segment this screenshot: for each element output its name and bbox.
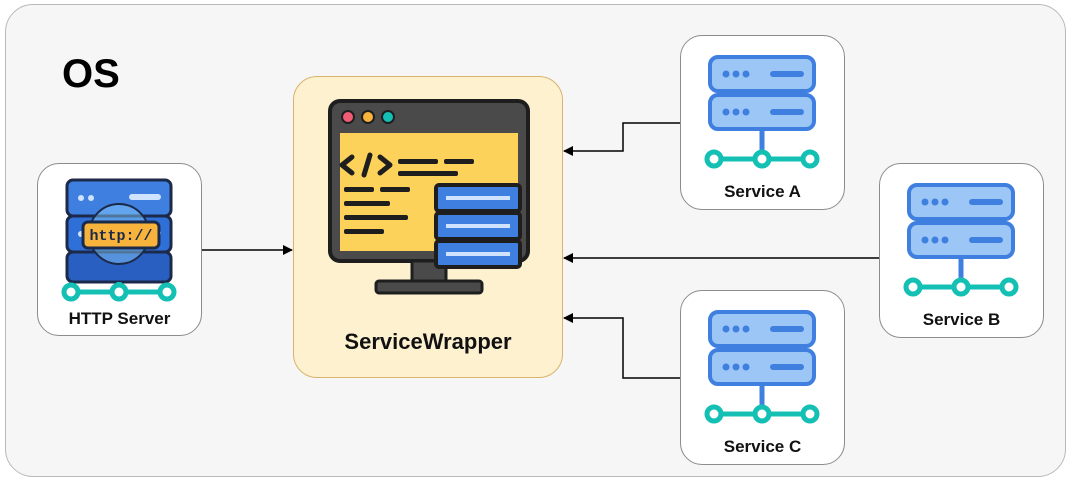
service-c-label: Service C	[723, 437, 802, 456]
http-server-label: HTTP Server	[68, 309, 171, 328]
http-server-icon: http://	[61, 178, 177, 302]
service-wrapper-label: ServiceWrapper	[344, 329, 512, 354]
service-b-node[interactable]: Service B	[879, 163, 1044, 338]
server-icon	[903, 183, 1019, 297]
monitor-code-icon	[328, 99, 530, 295]
service-c-node[interactable]: Service C	[680, 290, 845, 465]
service-wrapper-node[interactable]: ServiceWrapper	[293, 76, 563, 378]
http-server-node[interactable]: http:// HTTP Server	[37, 163, 202, 336]
os-label: OS	[62, 52, 120, 96]
service-b-label: Service B	[922, 310, 1001, 329]
http-badge-text: http://	[89, 228, 152, 245]
server-icon	[704, 310, 820, 424]
server-icon	[704, 55, 820, 169]
service-a-node[interactable]: Service A	[680, 35, 845, 210]
service-a-label: Service A	[724, 182, 801, 201]
